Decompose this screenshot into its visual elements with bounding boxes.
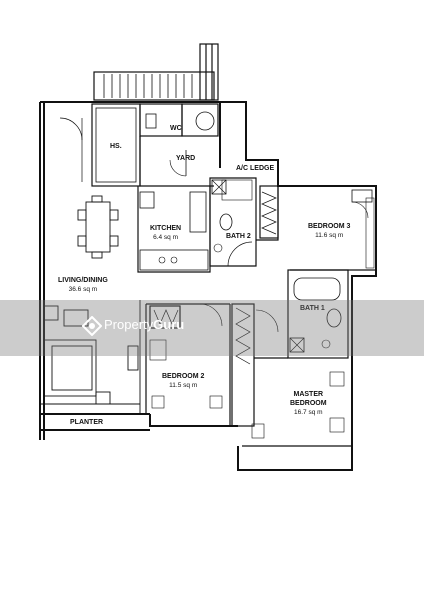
service-block [59, 103, 219, 187]
label-bedroom2: BEDROOM 2 11.5 sq m [162, 372, 204, 390]
bath2-walls [209, 177, 257, 267]
top-ledge [93, 43, 219, 101]
brand-suffix: Guru [153, 317, 185, 332]
brand-prefix: Property [104, 317, 154, 332]
kitchen-name: KITCHEN [150, 225, 182, 232]
label-bath2: BATH 2 [226, 233, 251, 240]
wardrobe-master [231, 303, 279, 427]
label-bath1: BATH 1 [300, 305, 325, 312]
label-kitchen: KITCHEN 6.4 sq m [150, 224, 181, 242]
label-hs: HS. [110, 143, 122, 150]
bedroom2-area: 11.5 sq m [169, 382, 198, 389]
propertyguru-logo-icon [82, 316, 102, 336]
label-planter: PLANTER [70, 419, 104, 426]
master-bedroom-name-2: BEDROOM [290, 400, 327, 407]
watermark-brand: PropertyGuru [104, 317, 184, 332]
kitchen-area: 6.4 sq m [153, 234, 179, 241]
bedroom3-area: 11.6 sq m [315, 232, 344, 239]
wardrobe-bedroom3 [259, 185, 279, 239]
master-bedroom-area: 16.7 sq m [294, 409, 323, 416]
outer-walls [39, 101, 377, 471]
bedroom3-name: BEDROOM 3 [308, 223, 351, 230]
label-wc: WC [170, 125, 182, 132]
living-dining-furniture [40, 195, 141, 414]
label-yard: YARD [176, 155, 196, 162]
label-bedroom3: BEDROOM 3 11.6 sq m [308, 222, 350, 240]
master-bedroom-name-1: MASTER [293, 391, 324, 398]
label-living-dining: LIVING/DINING 36.6 sq m [58, 276, 108, 294]
living-dining-area: 36.6 sq m [68, 286, 98, 293]
bath1-walls [287, 269, 349, 359]
watermark-band [0, 300, 424, 356]
bedroom2-walls [145, 303, 231, 426]
master-bedroom-walls [242, 357, 352, 447]
bedroom2-name: BEDROOM 2 [162, 373, 205, 380]
living-dining-name: LIVING/DINING [58, 277, 108, 284]
label-ac-ledge: A/C LEDGE [236, 165, 275, 172]
label-master-bedroom: MASTER BEDROOM 16.7 sq m [290, 390, 327, 417]
